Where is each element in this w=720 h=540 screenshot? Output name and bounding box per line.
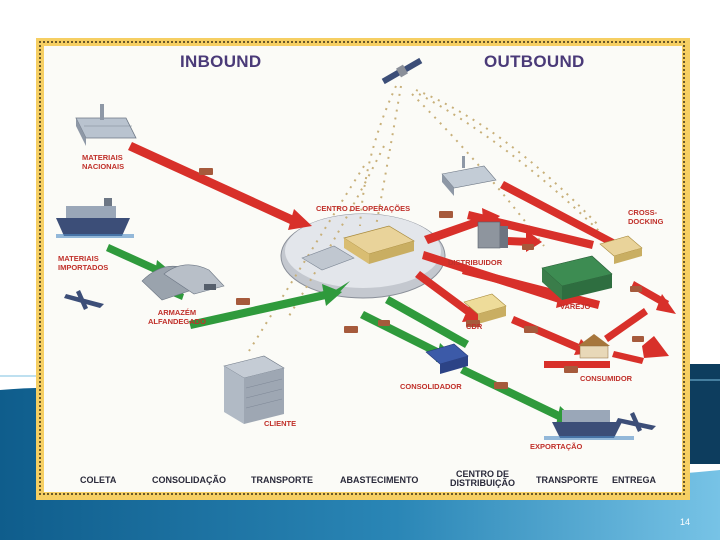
- label-armazem-alfandegado: ARMAZÉM ALFANDEGADO: [148, 308, 206, 326]
- right-accent-block: [690, 364, 720, 464]
- materiais-nacionais-factory: [75, 104, 137, 146]
- outbound-airplane-icon: [616, 412, 656, 432]
- delivery-trucks: [199, 168, 644, 389]
- materiais-importados-ship: [56, 198, 134, 238]
- inbound-header: INBOUND: [180, 52, 262, 71]
- outbound-factory: [441, 156, 497, 196]
- phase-abastecimento: ABASTECIMENTO: [340, 475, 419, 485]
- label-consumidor: CONSUMIDOR: [580, 374, 633, 383]
- consolidador-building: [425, 343, 469, 374]
- armazem-alfandegado-warehouse: [141, 264, 225, 301]
- phase-consolidacao: CONSOLIDAÇÃO: [152, 475, 226, 485]
- label-varejo: VAREJO: [560, 302, 591, 311]
- label-cliente: CLIENTE: [264, 419, 297, 428]
- centro-de-operacoes-building: [301, 225, 415, 271]
- slide-number: 14: [680, 517, 691, 527]
- varejo-store: [541, 255, 613, 300]
- inbound-airplane-icon: [64, 290, 104, 310]
- satellite-icon: [381, 57, 423, 85]
- exportacao-ship: [544, 410, 634, 440]
- phase-transporte-inbound: TRANSPORTE: [251, 475, 314, 485]
- cross-docking-building: [599, 235, 643, 264]
- phase-coleta: COLETA: [80, 475, 117, 485]
- consumidor-house: [578, 334, 610, 359]
- label-centro-de-operacoes: CENTRO DE OPERAÇÕES: [316, 204, 411, 213]
- diagram-frame: INBOUND OUTBOUND MATERIAIS NACIONAIS MAT…: [36, 38, 690, 500]
- cdr-building: [463, 293, 507, 324]
- outbound-header: OUTBOUND: [484, 52, 585, 71]
- label-cdr: CDR: [466, 322, 483, 331]
- distribuidor-tank: [477, 221, 508, 249]
- diagram-canvas: INBOUND OUTBOUND MATERIAIS NACIONAIS MAT…: [44, 46, 682, 492]
- label-cross-docking: CROSS- DOCKING: [628, 208, 664, 226]
- logistics-flow-diagram: [56, 57, 676, 440]
- label-distribuidor: DISTRIBUIDOR: [448, 258, 503, 267]
- label-exportacao: EXPORTAÇÃO: [530, 442, 583, 451]
- label-materiais-importados: MATERIAIS IMPORTADOS: [58, 254, 109, 272]
- label-consolidador: CONSOLIDADOR: [400, 382, 462, 391]
- phase-transporte-outbound: TRANSPORTE: [536, 475, 599, 485]
- phase-entrega: ENTREGA: [612, 475, 657, 485]
- cliente-office-building: [223, 355, 285, 424]
- phase-centro-de-distribuicao: CENTRO DE DISTRIBUIÇÃO: [450, 469, 515, 488]
- label-materiais-nacionais: MATERIAIS NACIONAIS: [82, 153, 125, 171]
